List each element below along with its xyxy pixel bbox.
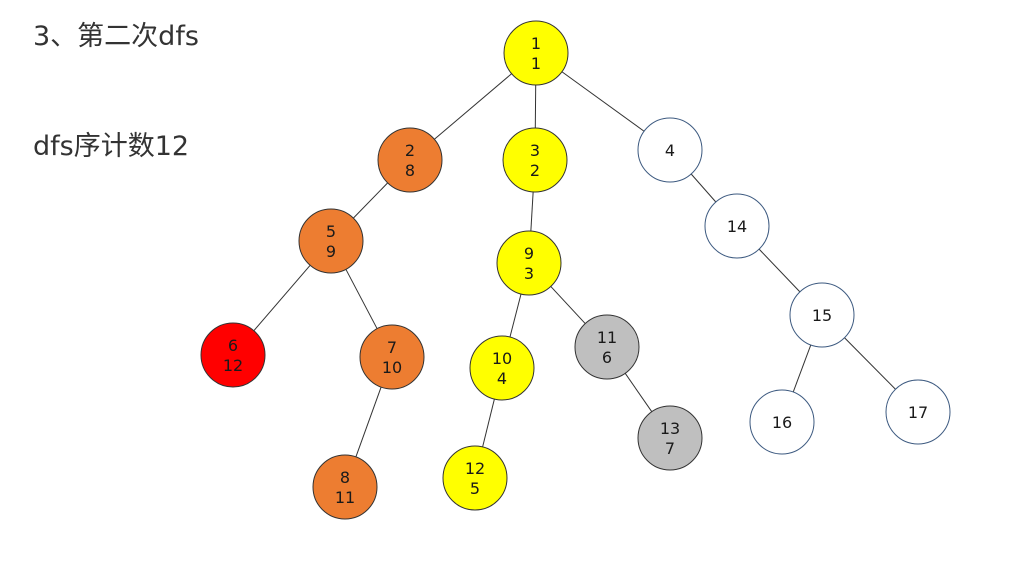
node-circle-14: [704, 193, 770, 259]
heading: 3、第二次dfs: [33, 21, 199, 52]
node-circle-6: [200, 322, 266, 388]
edge-2-5: [352, 182, 389, 219]
node-order-label: 3: [524, 264, 534, 283]
edge-9-11: [550, 286, 586, 324]
tree-node-4: 4: [637, 117, 703, 183]
tree-node-7: 710: [359, 324, 425, 390]
node-circle-17: [885, 379, 951, 445]
tree-node-8: 811: [312, 454, 378, 520]
tree-node-5: 59: [298, 208, 364, 274]
edge-15-16: [792, 344, 812, 393]
tree-node-13: 137: [637, 405, 703, 471]
tree-node-15: 15: [789, 282, 855, 348]
node-circle-2: [377, 127, 443, 193]
tree-node-3: 32: [502, 127, 568, 193]
edge-1-2: [434, 73, 512, 140]
node-circle-16: [749, 389, 815, 455]
edge-5-6: [253, 264, 311, 332]
node-id-label: 12: [465, 459, 485, 478]
node-id-label: 1: [531, 34, 541, 53]
node-id-label: 16: [772, 413, 792, 432]
node-circle-4: [637, 117, 703, 183]
node-id-label: 7: [387, 338, 397, 357]
node-circle-7: [359, 324, 425, 390]
node-order-label: 7: [665, 439, 675, 458]
node-circle-3: [502, 127, 568, 193]
node-order-label: 4: [497, 369, 507, 388]
edge-15-17: [844, 337, 896, 390]
edge-4-14: [690, 173, 717, 203]
node-id-label: 9: [524, 244, 534, 263]
tree-node-2: 28: [377, 127, 443, 193]
node-id-label: 6: [228, 336, 238, 355]
node-id-label: 3: [530, 141, 540, 160]
tree-node-9: 93: [496, 230, 562, 296]
node-circle-5: [298, 208, 364, 274]
node-circle-13: [637, 405, 703, 471]
node-order-label: 6: [602, 348, 612, 367]
node-circle-12: [442, 445, 508, 511]
node-id-label: 17: [908, 403, 928, 422]
node-circle-11: [574, 314, 640, 380]
node-order-label: 12: [223, 356, 243, 375]
node-circle-8: [312, 454, 378, 520]
node-circle-9: [496, 230, 562, 296]
edge-11-13: [624, 373, 653, 412]
node-id-label: 10: [492, 349, 512, 368]
node-id-label: 5: [326, 222, 336, 241]
tree-node-10: 104: [469, 335, 535, 401]
node-id-label: 14: [727, 217, 747, 236]
node-id-label: 13: [660, 419, 680, 438]
edge-14-15: [758, 248, 801, 293]
node-order-label: 5: [470, 479, 480, 498]
node-circle-10: [469, 335, 535, 401]
node-order-label: 1: [531, 54, 541, 73]
tree-node-6: 612: [200, 322, 266, 388]
tree-node-16: 16: [749, 389, 815, 455]
node-circle-1: [503, 20, 569, 86]
tree-node-1: 11: [503, 20, 569, 86]
edge-9-10: [509, 293, 522, 338]
tree-node-17: 17: [885, 379, 951, 445]
dfs-counter-label: dfs序计数12: [33, 131, 190, 162]
edge-7-8: [355, 386, 382, 458]
edge-10-12: [482, 398, 495, 448]
node-id-label: 11: [597, 328, 617, 347]
node-circle-15: [789, 282, 855, 348]
node-id-label: 4: [665, 141, 675, 160]
tree-node-11: 116: [574, 314, 640, 380]
node-order-label: 9: [326, 242, 336, 261]
edge-5-7: [345, 269, 378, 329]
node-order-label: 10: [382, 358, 402, 377]
edge-3-9: [530, 191, 534, 232]
node-id-label: 15: [812, 306, 832, 325]
tree-node-14: 14: [704, 193, 770, 259]
tree-node-12: 125: [442, 445, 508, 511]
node-id-label: 2: [405, 141, 415, 160]
node-order-label: 11: [335, 488, 355, 507]
node-order-label: 2: [530, 161, 540, 180]
node-id-label: 8: [340, 468, 350, 487]
edge-1-4: [561, 71, 645, 132]
edges-layer: [253, 71, 896, 458]
node-order-label: 8: [405, 161, 415, 180]
